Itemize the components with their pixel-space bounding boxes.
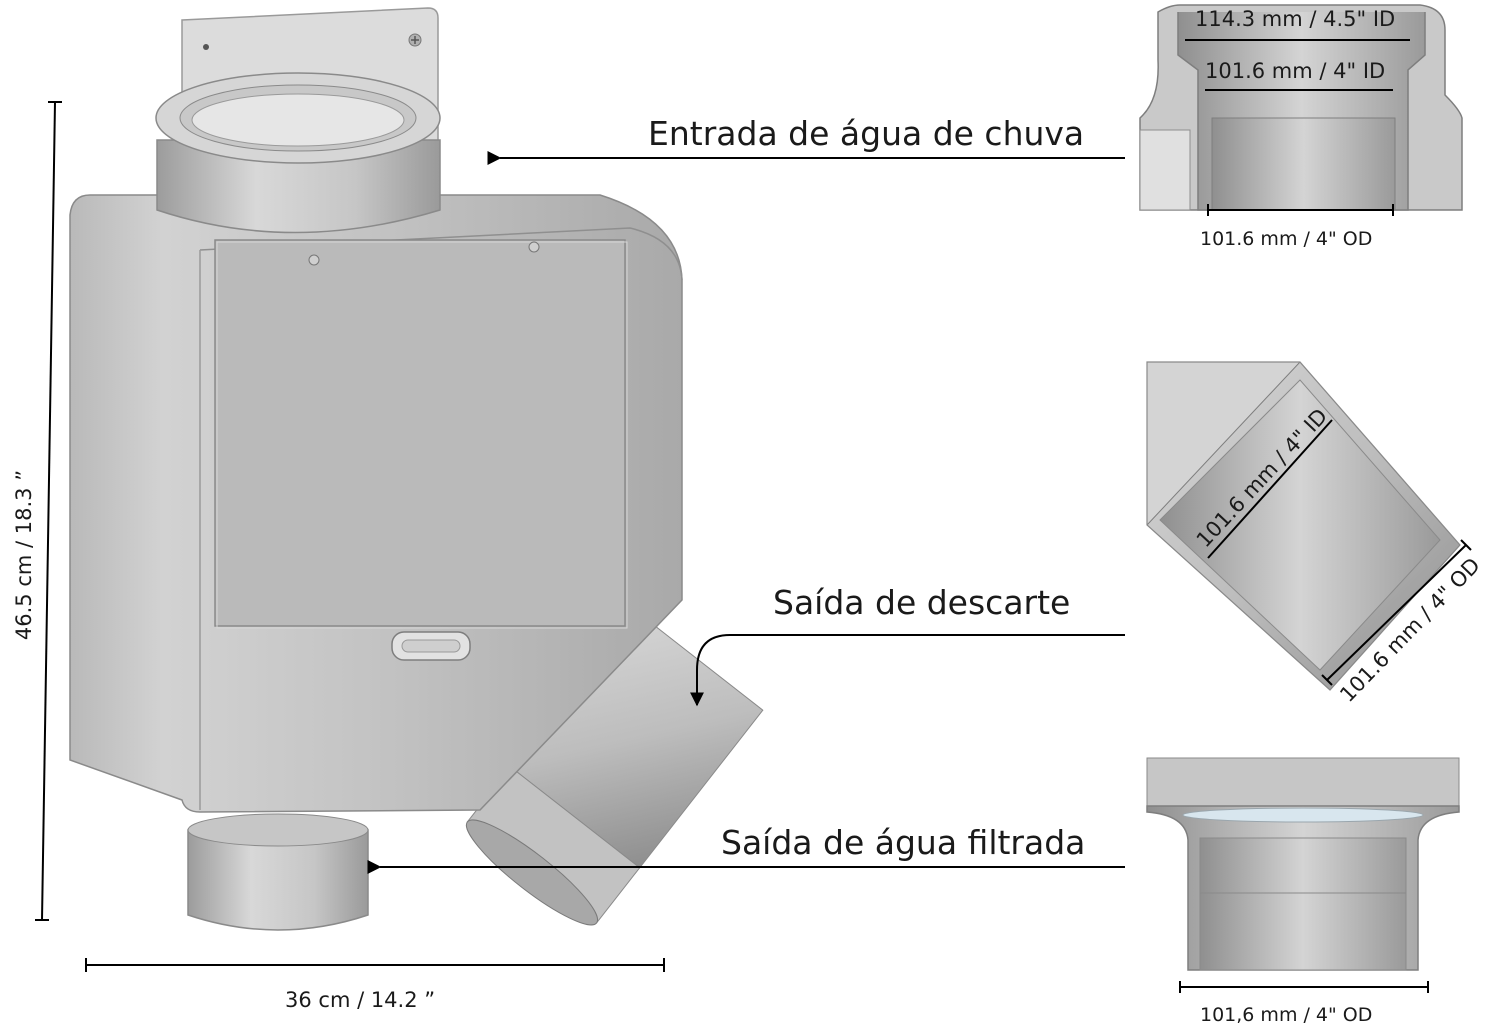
- filtered-outlet-label: Saída de água filtrada: [721, 823, 1086, 862]
- top-inner-id-label: 101.6 mm / 4" ID: [1205, 59, 1386, 83]
- height-dimension-line: [35, 101, 62, 921]
- height-dimension-label: 46.5 cm / 18.3 ”: [12, 469, 36, 641]
- width-dimension-label: 36 cm / 14.2 ”: [285, 988, 436, 1012]
- bottom-od-label: 101,6 mm / 4" OD: [1200, 1004, 1373, 1026]
- filter-unit-illustration: [69, 7, 764, 931]
- top-od-label: 101.6 mm / 4" OD: [1200, 228, 1373, 250]
- detail-top-cross-section: [1139, 4, 1463, 216]
- discard-leader-arrow: [690, 634, 1125, 707]
- top-outer-id-label: 114.3 mm / 4.5" ID: [1195, 7, 1396, 31]
- inlet-label: Entrada de água de chuva: [648, 114, 1085, 153]
- discard-outlet-label: Saída de descarte: [773, 583, 1071, 622]
- detail-bottom-cross-section: [1146, 757, 1460, 993]
- width-dimension-line: [85, 958, 665, 972]
